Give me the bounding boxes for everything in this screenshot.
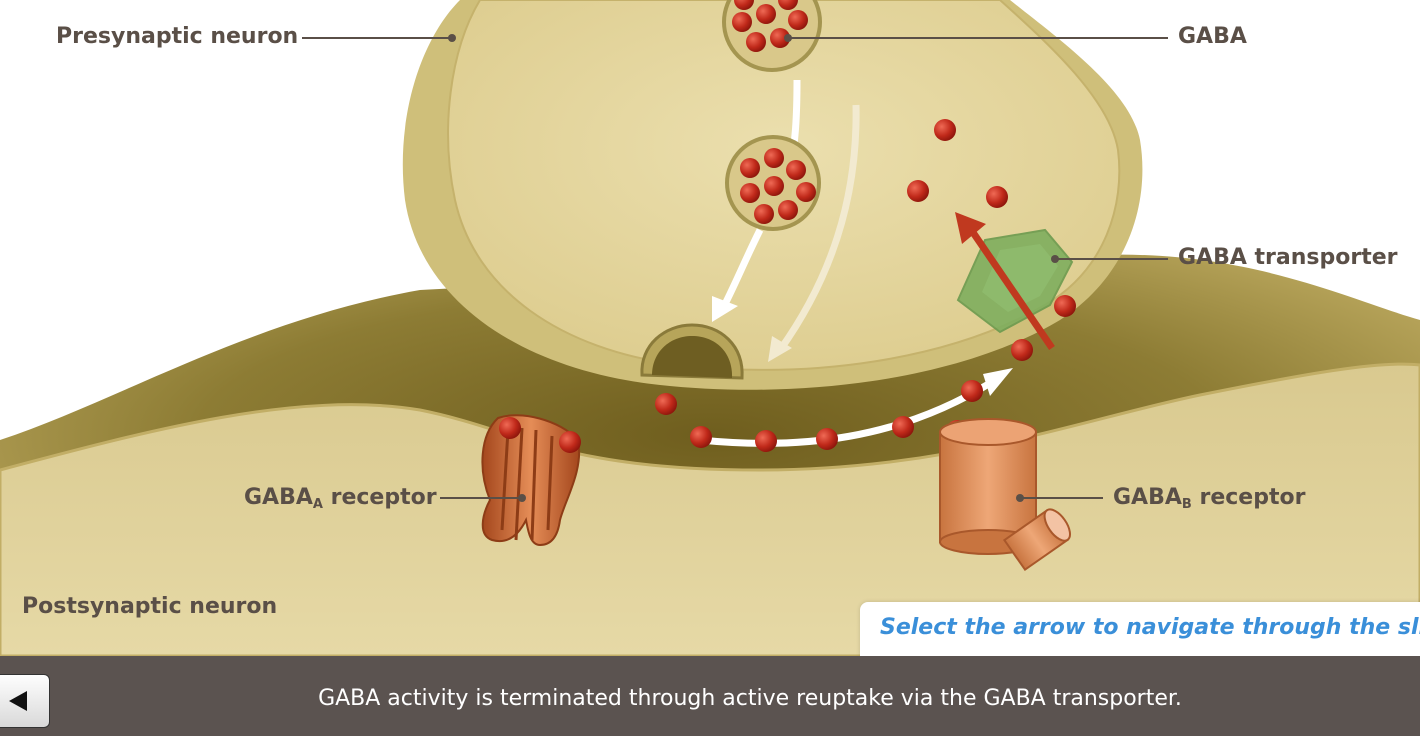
back-button[interactable] — [0, 674, 50, 728]
gaba-b-receptor-label: GABAB receptor — [1113, 485, 1306, 512]
gaba-label: GABA — [1178, 24, 1247, 49]
gaba-a-subscript: A — [312, 497, 323, 512]
gaba-b-suffix: receptor — [1191, 485, 1306, 510]
navigation-hint-text: Select the arrow to navigate through the… — [880, 615, 1420, 640]
gaba-a-suffix: receptor — [322, 485, 437, 510]
synapse-illustration — [0, 0, 1420, 656]
leader-lines — [302, 37, 1168, 499]
gaba-b-subscript: B — [1181, 497, 1192, 512]
gaba-a-receptor-label: GABAA receptor — [244, 485, 437, 512]
gaba-a-main: GABA — [244, 485, 313, 510]
reuptake-arrow — [967, 226, 1055, 350]
postsynaptic-neuron-label: Postsynaptic neuron — [22, 594, 278, 619]
caption-bar: GABA activity is terminated through acti… — [0, 656, 1420, 736]
gaba-a-receptor — [481, 414, 581, 547]
left-triangle-icon — [9, 691, 27, 711]
recycle-arrow-head — [768, 336, 792, 362]
vesicle-top — [722, 0, 822, 72]
vesicle-middle — [725, 135, 821, 231]
postsynaptic-neuron — [0, 362, 1420, 656]
presynaptic-neuron-label: Presynaptic neuron — [56, 24, 299, 49]
synapse-diagram: Presynaptic neuron GABA GABA transporter… — [0, 0, 1420, 656]
vesicle-arrow-head — [712, 296, 738, 322]
reuptake-arrow-head — [955, 212, 986, 244]
gaba-b-main: GABA — [1113, 485, 1182, 510]
cleft-path-arrow — [699, 377, 997, 447]
fused-vesicle — [640, 323, 744, 380]
navigation-hint-box: Select the arrow to navigate through the… — [860, 602, 1420, 656]
cleft-path-arrow-head — [983, 368, 1013, 396]
slide-caption: GABA activity is terminated through acti… — [318, 686, 1182, 711]
gaba-transporter-label: GABA transporter — [1178, 245, 1398, 270]
gaba-b-receptor — [939, 418, 1071, 572]
